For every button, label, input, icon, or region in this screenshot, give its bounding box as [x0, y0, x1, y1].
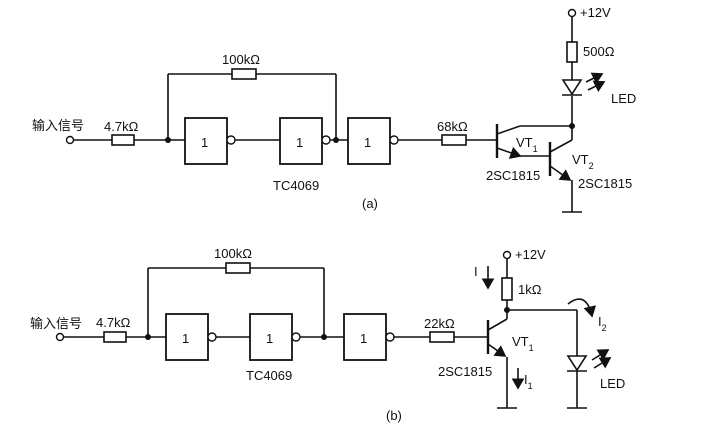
input-terminal-a: [65, 135, 75, 145]
ic-label-b: TC4069: [246, 368, 292, 383]
r-in-label-b: 4.7kΩ: [96, 315, 131, 330]
inverter-gate-2-a: [279, 117, 323, 165]
r-collector-label-b: 1kΩ: [518, 282, 542, 297]
led-label-a: LED: [611, 91, 636, 106]
gate-1-label-b: 1: [182, 331, 189, 346]
vt1-part-label-a: 2SC1815: [486, 168, 540, 183]
r-feedback-label-b: 100kΩ: [214, 246, 252, 261]
vt2-part-label-a: 2SC1815: [578, 176, 632, 191]
junction-fb-b: [321, 334, 327, 340]
current-i1-label-b: I1: [524, 372, 533, 391]
vt1-label-b: VT1: [512, 334, 534, 353]
inverter-bubble-3-a: [389, 135, 399, 145]
input-label-a: 输入信号: [32, 118, 84, 134]
resistor-input-a: [111, 134, 135, 146]
resistor-base-b: [429, 331, 455, 343]
resistor-base-a: [441, 134, 467, 146]
ic-label-a: TC4069: [273, 178, 319, 193]
circuit-a: 输入信号 4.7kΩ 100kΩ 1 1 TC4069 1 68kΩ: [32, 5, 636, 213]
vt1-part-label-b: 2SC1815: [438, 364, 492, 379]
inverter-bubble-3-b: [385, 332, 395, 342]
r-led-label-a: 500Ω: [583, 44, 615, 59]
led-label-b: LED: [600, 376, 625, 391]
input-label-b: 输入信号: [30, 316, 82, 332]
led-diode-b: [566, 355, 588, 372]
inverter-bubble-1-b: [207, 332, 217, 342]
supply-label-a: +12V: [580, 5, 611, 20]
gate-2-label-b: 1: [266, 331, 273, 346]
resistor-feedback-a: [231, 68, 257, 80]
caption-b: (b): [386, 408, 402, 423]
resistor-input-b: [103, 331, 127, 343]
r-feedback-label-a: 100kΩ: [222, 52, 260, 67]
inverter-bubble-2-b: [291, 332, 301, 342]
vt2-label-a: VT2: [572, 152, 594, 171]
inverter-gate-2-b: [249, 313, 293, 361]
resistor-feedback-b: [225, 262, 251, 274]
gate-1-label-a: 1: [201, 135, 208, 150]
input-terminal-b: [55, 332, 65, 342]
r-base-label-a: 68kΩ: [437, 119, 468, 134]
supply-terminal-b: [502, 250, 512, 260]
inverter-bubble-2-a: [321, 135, 331, 145]
inverter-bubble-1-a: [226, 135, 236, 145]
r-base-label-b: 22kΩ: [424, 316, 455, 331]
current-i2-label-b: I2: [598, 314, 607, 333]
circuit-b: 输入信号 4.7kΩ 100kΩ 1 1 TC4069 1 22kΩ: [30, 246, 625, 423]
caption-a: (a): [362, 196, 378, 211]
resistor-led-a: [566, 41, 578, 63]
led-light-arrow-1-b: [591, 349, 610, 361]
current-i2-arrow-b: [567, 298, 597, 318]
r-in-label-a: 4.7kΩ: [104, 119, 139, 134]
resistor-collector-b: [501, 277, 513, 301]
junction-fb-a: [333, 137, 339, 143]
vt1-label-a: VT1: [516, 135, 538, 154]
supply-terminal-a: [567, 8, 577, 18]
supply-label-b: +12V: [515, 247, 546, 262]
led-light-arrow-2-a: [587, 80, 606, 93]
led-diode-a: [561, 79, 583, 96]
gate-2-label-a: 1: [296, 135, 303, 150]
gate-3-label-a: 1: [364, 135, 371, 150]
current-i-label-b: I: [474, 264, 478, 279]
inverter-gate-3-a: [347, 117, 391, 165]
gate-3-label-b: 1: [360, 331, 367, 346]
led-light-arrow-1-a: [585, 72, 604, 85]
led-light-arrow-2-b: [593, 357, 612, 369]
